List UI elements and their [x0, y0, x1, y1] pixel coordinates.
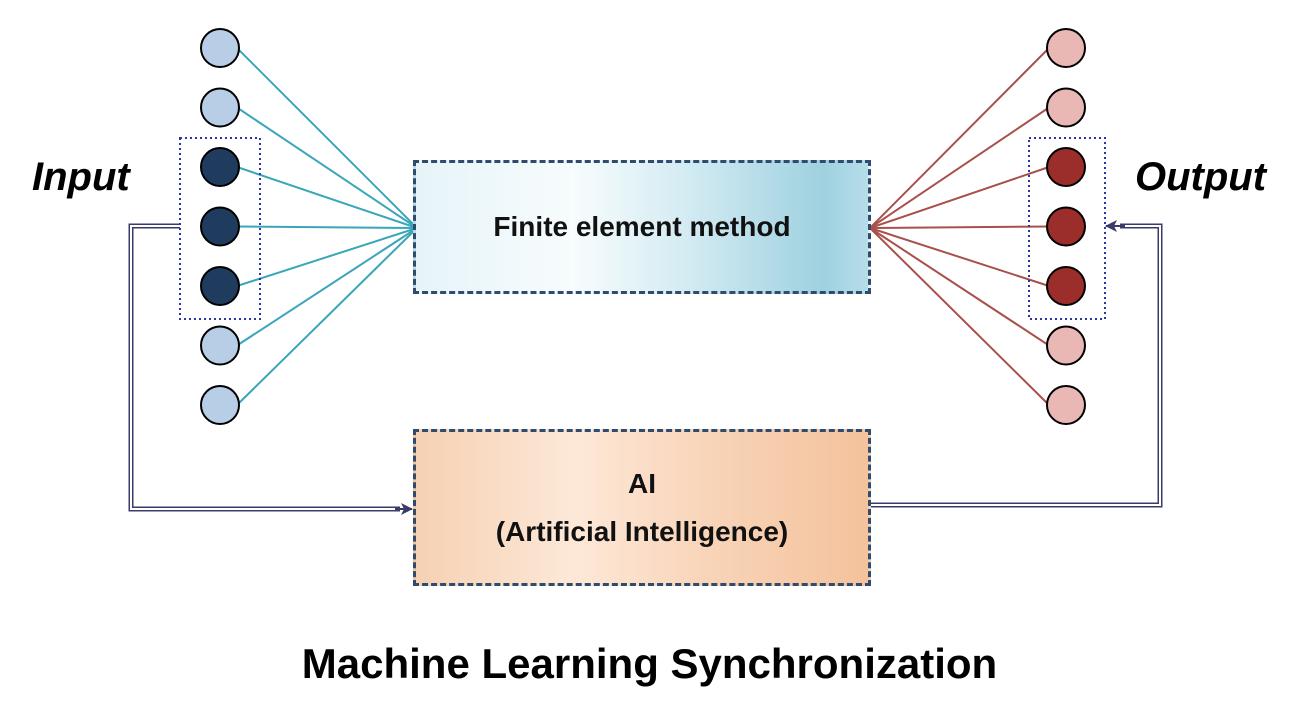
output-node-highlighted — [1046, 147, 1086, 187]
ai-box-line2: (Artificial Intelligence) — [495, 515, 789, 547]
output-highlight-box — [1028, 137, 1106, 320]
output-connection-line — [869, 106, 1050, 229]
output-connection-line — [869, 227, 1050, 287]
ai-box-line1: AI — [628, 467, 656, 499]
output-node — [1046, 87, 1086, 128]
output-connection-line — [869, 166, 1050, 229]
input-connection-line — [236, 225, 418, 229]
input-connection-line — [236, 166, 418, 229]
input-node — [200, 87, 240, 128]
input-node — [200, 385, 240, 425]
input-node — [200, 28, 240, 68]
output-label: Output — [1135, 155, 1267, 199]
footer-title: Machine Learning Synchronization — [301, 640, 998, 687]
output-node — [1046, 28, 1086, 68]
output-node-highlighted — [1046, 206, 1086, 247]
input-connection-lines — [236, 47, 418, 406]
input-connection-line — [236, 227, 418, 287]
input-connection-line — [236, 106, 418, 229]
output-node-highlighted — [1046, 266, 1086, 306]
output-node — [1046, 325, 1086, 366]
input-to-ai-arrow — [128, 223, 413, 515]
input-node-highlighted — [200, 147, 240, 187]
input-connection-line — [236, 227, 418, 406]
input-connection-line — [236, 227, 418, 347]
input-node — [200, 325, 240, 366]
output-connection-line — [869, 47, 1050, 229]
output-node — [1046, 385, 1086, 425]
input-node-highlighted — [200, 206, 240, 247]
output-connection-line — [869, 225, 1050, 229]
ai-to-output-arrow — [871, 220, 1163, 508]
input-nodes — [200, 28, 240, 425]
input-connection-line — [236, 47, 418, 229]
fem-box-label: Finite element method — [493, 211, 791, 242]
output-connection-line — [869, 227, 1050, 347]
output-nodes — [1046, 28, 1086, 425]
input-highlight-box — [179, 137, 261, 320]
output-connection-line — [869, 227, 1050, 406]
input-node-highlighted — [200, 266, 240, 306]
input-label: Input — [32, 155, 130, 199]
output-connection-lines — [869, 47, 1050, 406]
fem-box: Finite element method — [413, 160, 871, 294]
ai-box: AI (Artificial Intelligence) — [413, 429, 871, 586]
